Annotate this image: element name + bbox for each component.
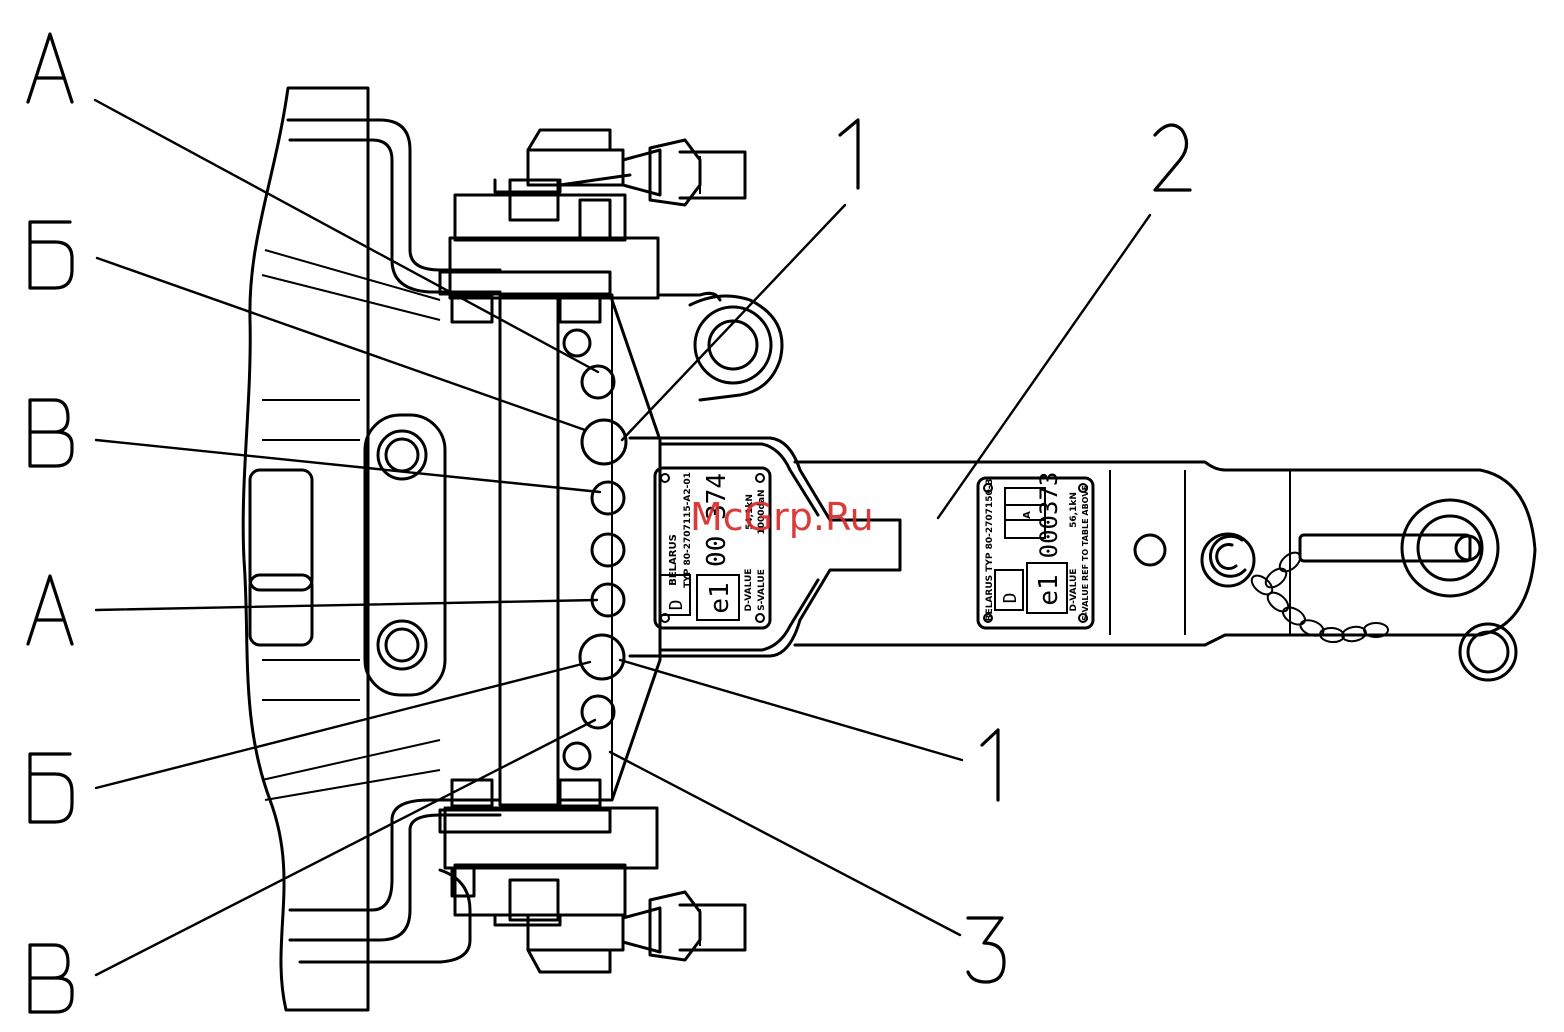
rating-plate-right: D e1 BELARUS TYP 80-2707150-B A 000373 5… <box>978 472 1093 628</box>
right-plate-s-value: S-VALUE REF TO TABLE ABOVE <box>1081 485 1090 621</box>
callout-b-bot: Б <box>50 787 51 789</box>
right-plate-table-letter: A <box>1022 511 1033 519</box>
left-plate-brand: BELARUS <box>668 534 679 586</box>
drawbar <box>795 462 1535 645</box>
left-plate-d: D <box>666 600 687 611</box>
right-plate-number: 000373 <box>1035 472 1063 559</box>
right-plate-e1: e1 <box>1034 574 1064 605</box>
left-plate-d-value: D-VALUE <box>744 569 754 612</box>
frame-housing <box>243 88 500 1010</box>
right-plate-brand: BELARUS TYP 80-2707150-B <box>985 479 995 622</box>
callout-1-top: 1 <box>850 154 851 156</box>
top-clamp <box>440 130 745 322</box>
side-bracket <box>365 415 445 695</box>
right-plate-d: D <box>1000 593 1021 604</box>
callout-a-mid: А <box>50 608 51 611</box>
right-plate-d-rating: 56,1kN <box>1069 492 1079 528</box>
callout-3: 3 <box>985 949 986 951</box>
callout-b-top: Б <box>50 254 51 256</box>
pin-chain <box>1248 549 1388 643</box>
callout-a-top: А <box>50 68 51 71</box>
callout-2: 2 <box>1170 159 1171 161</box>
left-plate-e1: e1 <box>705 582 735 613</box>
left-plate-s-value: S-VALUE <box>757 569 767 611</box>
hitch-pin <box>1202 500 1516 680</box>
rating-plate-left: D e1 BELARUS TYP 80-2707115-A2-01 00 374… <box>655 468 770 628</box>
right-plate-d-value: D-VALUE <box>1069 569 1079 612</box>
eye-lug <box>690 296 782 400</box>
watermark: McGrp.Ru <box>690 495 874 539</box>
callout-1-bot: 1 <box>990 764 991 766</box>
